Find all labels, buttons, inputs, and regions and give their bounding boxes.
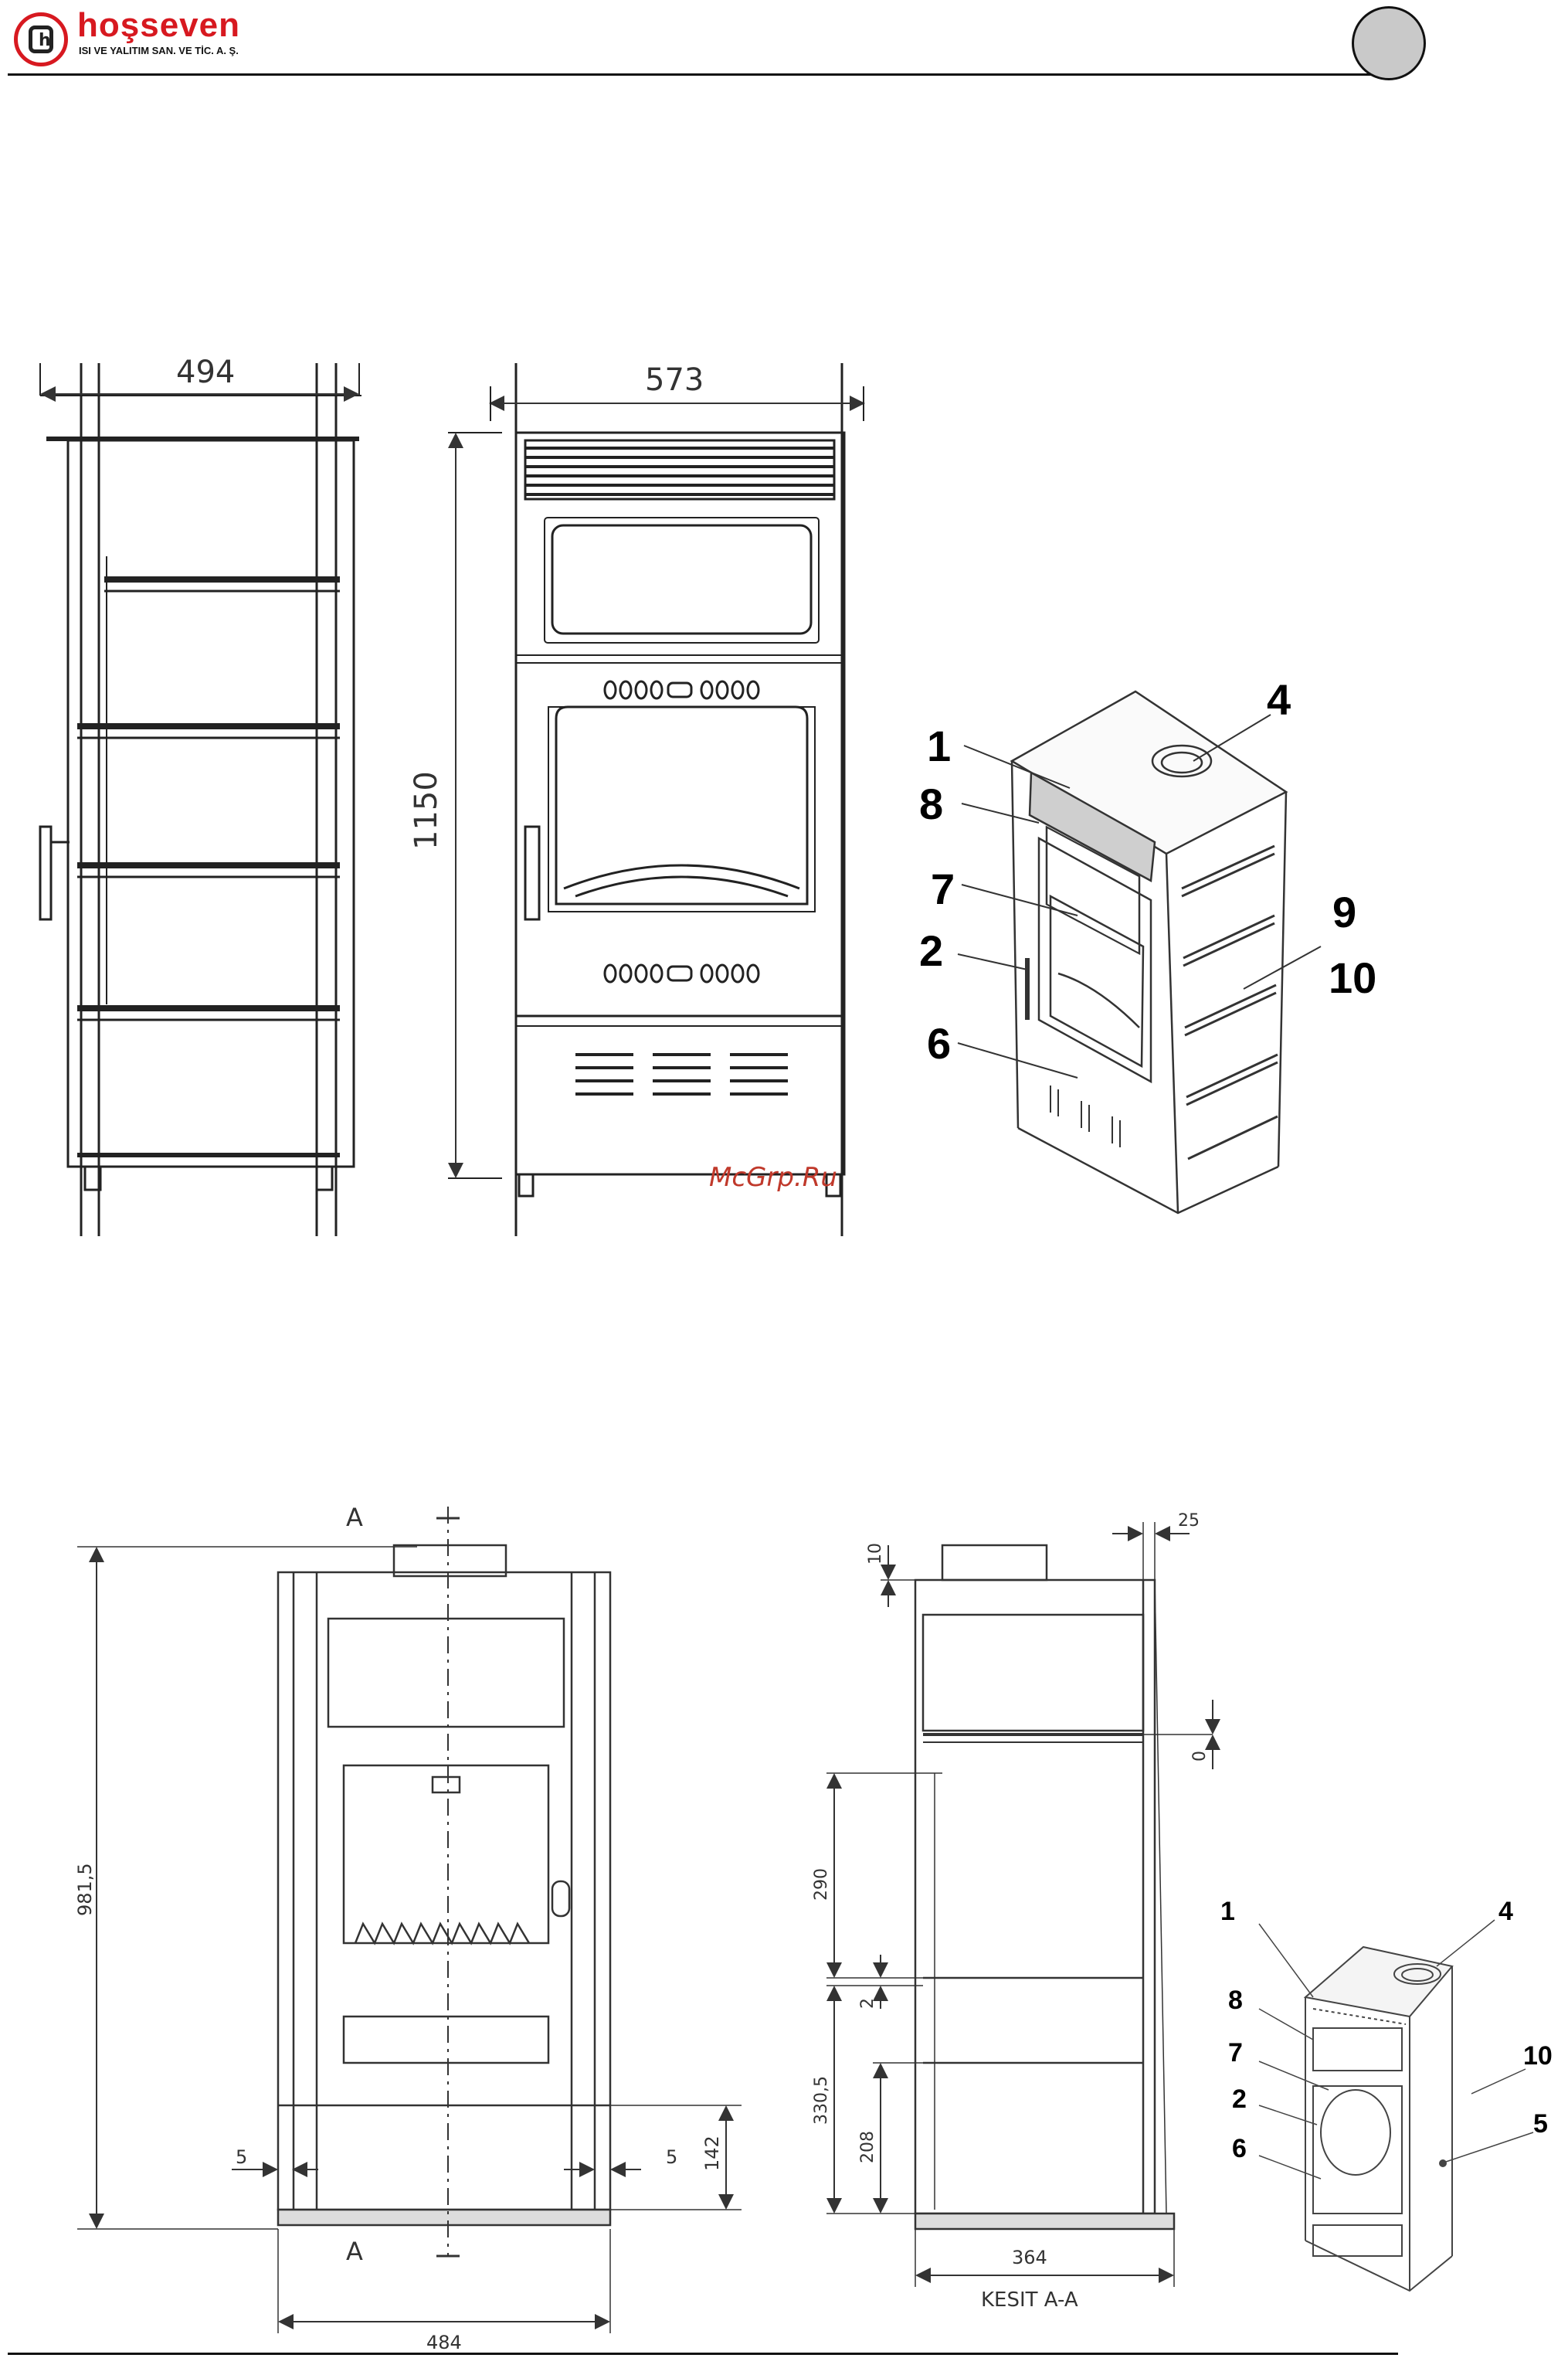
dim-364: 364 [1012,2247,1047,2268]
callout-b-4: 4 [1498,1897,1513,1926]
callout-b-6: 6 [1232,2134,1247,2163]
bottom-section-dims: 10 25 0 290 2 330,5 208 364 KESIT A-A [812,1511,1210,2312]
dim-25: 25 [1178,1511,1200,1531]
callout-b-1: 1 [1220,1897,1235,1926]
callout-b-5: 5 [1533,2109,1548,2139]
top-front-height-dim: 1150 [409,771,444,850]
callout-b-7: 7 [1228,2038,1243,2067]
top-perspective-stove [958,691,1321,1213]
dim-330: 330,5 [812,2076,831,2125]
callout-6: 6 [927,1019,951,1068]
callout-2: 2 [919,926,943,975]
height-dim-981: 981,5 [74,1863,96,1916]
callout-10: 10 [1329,953,1376,1002]
watermark: McGrp.Ru [709,1162,837,1193]
bottom-perspective-stove [1259,1920,1533,2291]
base-height-dim: 142 [701,2135,723,2171]
top-front-view [448,363,864,1236]
left-offset-dim: 5 [236,2146,247,2168]
right-offset-dim: 5 [666,2146,677,2168]
top-front-width-dim: 573 [645,362,704,398]
callout-b-2: 2 [1232,2084,1247,2114]
section-label: KESIT A-A [981,2288,1078,2312]
top-side-width-dim: 494 [176,355,235,390]
dim-208: 208 [858,2131,877,2163]
bottom-front-view [77,1507,742,2333]
callout-4: 4 [1267,675,1291,724]
dim-2: 2 [858,1998,877,2009]
top-side-view [40,363,361,1236]
dim-10: 10 [866,1543,885,1565]
section-mark-top: A [346,1503,363,1532]
width-dim-484: 484 [426,2332,462,2353]
section-mark-bottom: A [346,2237,363,2266]
callout-9: 9 [1332,888,1356,936]
dim-0: 0 [1190,1751,1210,1762]
callout-b-8: 8 [1228,1986,1243,2015]
bottom-section-view [826,1522,1213,2287]
bottom-perspective-callouts: 1 8 7 2 6 4 10 5 [1220,1897,1553,2163]
callout-1: 1 [927,722,951,770]
callout-8: 8 [919,780,943,828]
callout-b-10: 10 [1523,2041,1553,2071]
callout-7: 7 [931,865,955,913]
footer-rule [8,2353,1398,2355]
dim-290: 290 [812,1868,831,1901]
